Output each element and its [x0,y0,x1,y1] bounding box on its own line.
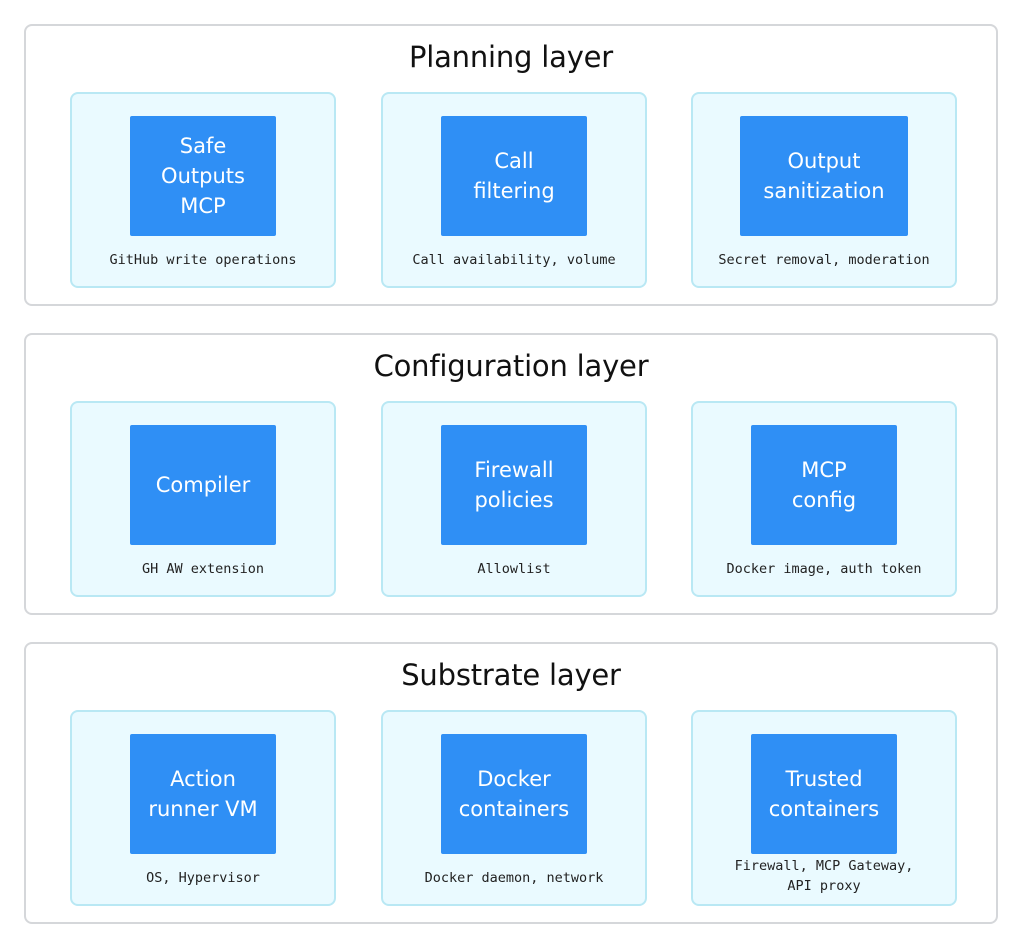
component-block: Safe Outputs MCP [130,116,276,236]
configuration-layer: Configuration layer Compiler GH AW exten… [24,333,998,615]
action-runner-vm-card: Action runner VM OS, Hypervisor [70,710,336,906]
component-caption: Docker image, auth token [726,561,922,577]
docker-containers-card: Docker containers Docker daemon, network [381,710,647,906]
component-block: Firewall policies [441,425,587,545]
call-filtering-card: Call filtering Call availability, volume [381,92,647,288]
mcp-config-card: MCP config Docker image, auth token [691,401,957,597]
component-block: Action runner VM [130,734,276,854]
component-caption: Call availability, volume [412,252,616,268]
layer-title: Substrate layer [401,658,621,692]
component-label: Call filtering [473,149,555,203]
substrate-layer: Substrate layer Action runner VM OS, Hyp… [24,642,998,924]
component-caption: Firewall, MCP Gateway, API proxy [734,858,914,894]
component-label: Compiler [155,473,251,497]
safe-outputs-mcp-card: Safe Outputs MCP GitHub write operations [70,92,336,288]
component-label: Docker containers [458,767,570,821]
planning-layer: Planning layer Safe Outputs MCP GitHub w… [24,24,998,306]
component-label: Firewall policies [474,458,554,512]
component-block: Call filtering [441,116,587,236]
trusted-containers-card: Trusted containers Firewall, MCP Gateway… [691,710,957,906]
output-sanitization-card: Output sanitization Secret removal, mode… [691,92,957,288]
layer-title: Configuration layer [373,349,649,383]
component-caption: OS, Hypervisor [146,870,260,886]
component-caption: Docker daemon, network [424,870,604,886]
compiler-card: Compiler GH AW extension [70,401,336,597]
component-caption: GitHub write operations [109,252,297,268]
component-label: Trusted containers [768,767,880,821]
layer-title: Planning layer [408,40,614,74]
component-label: Safe Outputs MCP [161,134,245,218]
component-caption: Secret removal, moderation [718,252,930,268]
component-label: MCP config [791,458,857,512]
component-block: Output sanitization [740,116,908,236]
component-block: Trusted containers [751,734,897,854]
component-block: Docker containers [441,734,587,854]
component-label: Output sanitization [763,149,885,203]
component-caption: Allowlist [477,561,551,577]
firewall-policies-card: Firewall policies Allowlist [381,401,647,597]
component-block: Compiler [130,425,276,545]
component-block: MCP config [751,425,897,545]
component-label: Action runner VM [148,767,258,821]
component-caption: GH AW extension [142,561,264,577]
